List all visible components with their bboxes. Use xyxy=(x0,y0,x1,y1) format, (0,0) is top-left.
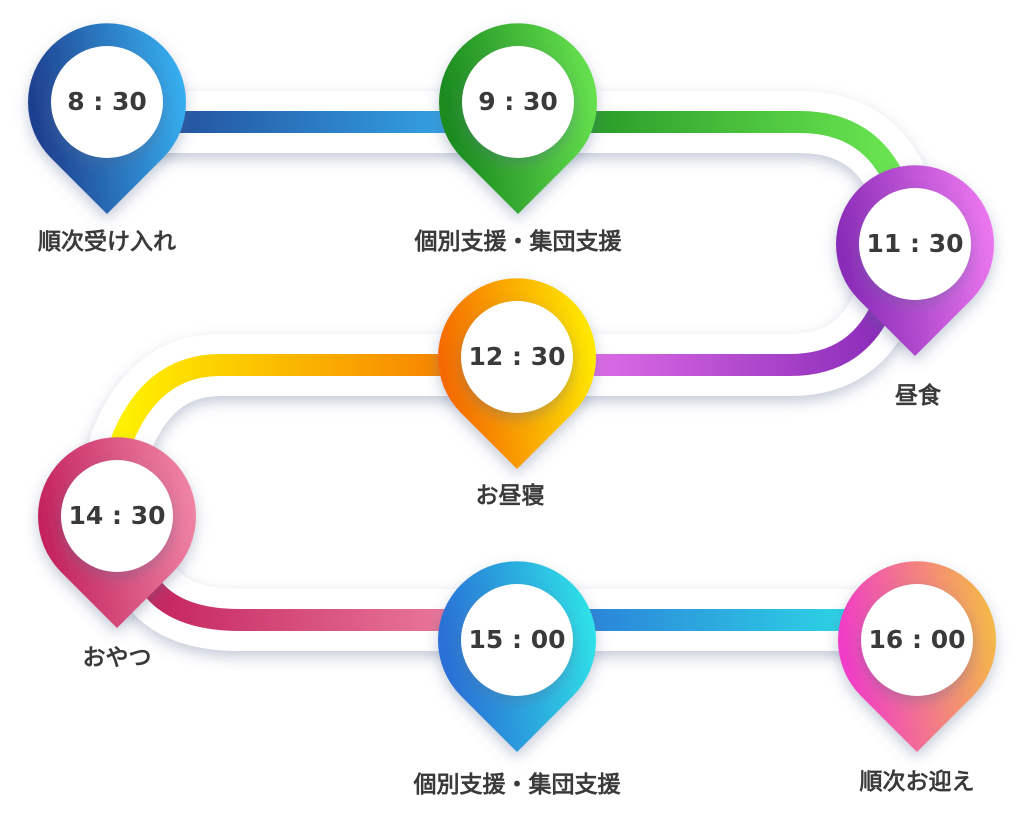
pin-center xyxy=(61,460,173,572)
time-label: 15 : 00 xyxy=(468,625,566,654)
activity-label: 順次お迎え xyxy=(859,769,975,795)
pin-center xyxy=(461,584,573,696)
time-label: 8 : 30 xyxy=(67,87,147,116)
time-label: 12 : 30 xyxy=(468,342,566,371)
activity-label: 順次受け入れ xyxy=(38,229,176,255)
time-label: 11 : 30 xyxy=(866,229,964,258)
pin-center xyxy=(51,46,163,158)
time-label: 14 : 30 xyxy=(68,501,166,530)
pin-center xyxy=(462,46,574,158)
time-label: 9 : 30 xyxy=(478,87,558,116)
activity-label: 個別支援・集団支援 xyxy=(413,772,621,798)
time-label: 16 : 00 xyxy=(868,625,966,654)
pin-center xyxy=(861,584,973,696)
activity-label: お昼寝 xyxy=(475,483,545,509)
activity-label: おやつ xyxy=(82,645,152,671)
activity-label: 昼食 xyxy=(895,383,941,409)
track-segment-5 xyxy=(141,578,517,631)
activity-label: 個別支援・集団支援 xyxy=(414,229,622,255)
pin-center xyxy=(461,301,573,413)
pin-center xyxy=(859,188,971,300)
track-segment-4 xyxy=(109,354,517,450)
